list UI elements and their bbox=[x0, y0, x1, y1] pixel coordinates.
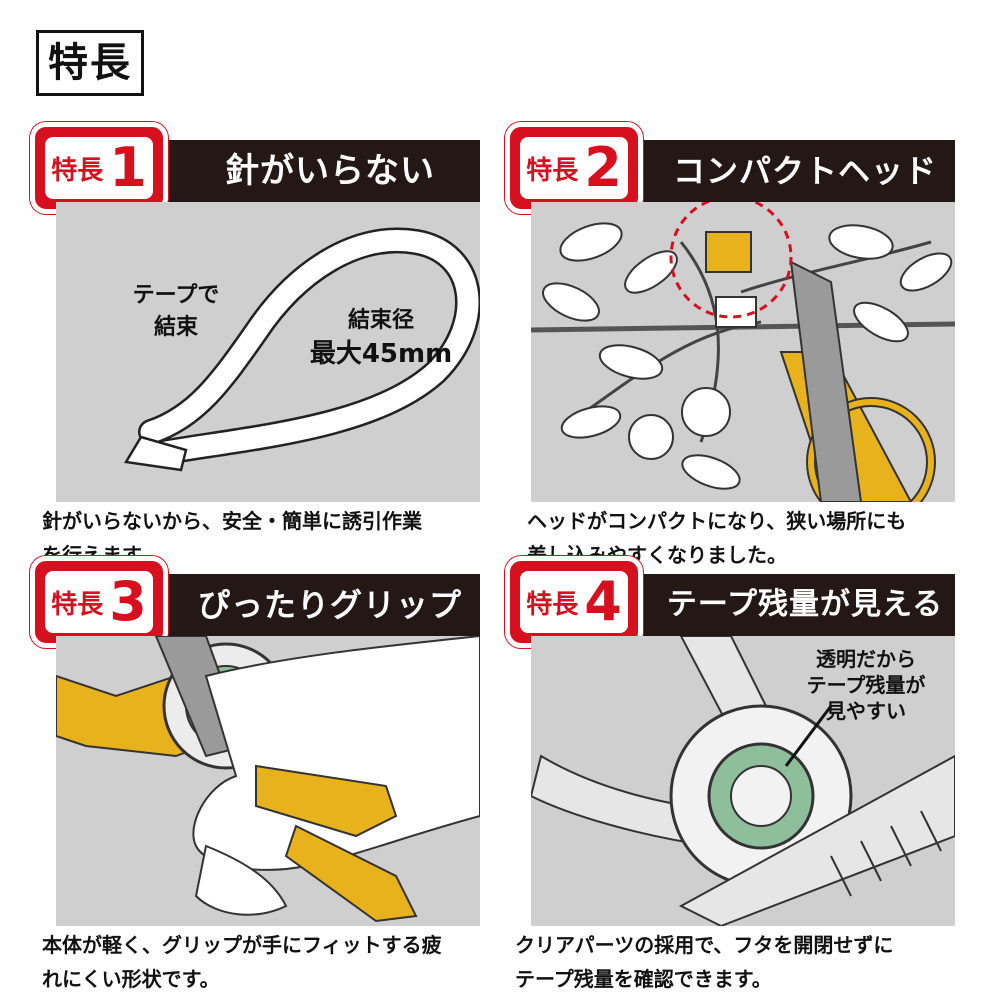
feature-illustration: テープで 結束 結束径 最大45mm bbox=[56, 202, 480, 502]
label-diameter-line1: 結束径 bbox=[348, 307, 414, 333]
badge-word: 特長 bbox=[51, 589, 104, 620]
feature-card-4: 特長 4 テープ残量が見える 透明だから テープ残量が 見やすい bbox=[505, 556, 955, 991]
feature-title: ぴったりグリップ bbox=[197, 586, 462, 624]
feature-title: コンパクトヘッド bbox=[672, 152, 937, 190]
callout-line: 透明だから bbox=[816, 647, 916, 671]
grip-hand-illustration bbox=[56, 636, 480, 923]
badge-number: 4 bbox=[584, 570, 622, 633]
badge-word: 特長 bbox=[526, 589, 579, 620]
feature-illustration bbox=[531, 202, 955, 502]
feature-header: 特長 1 針がいらない bbox=[30, 122, 480, 214]
badge-number: 1 bbox=[109, 136, 147, 199]
label-diameter-line2: 最大45mm bbox=[310, 339, 452, 369]
badge-word: 特長 bbox=[526, 155, 579, 186]
feature-card-2: 特長 2 コンパクトヘッド bbox=[505, 122, 955, 567]
page-title: 特長 bbox=[36, 30, 144, 96]
description-line: 本体が軽く、グリップが手にフィットする疲 bbox=[42, 933, 442, 957]
feature-badge: 特長 4 bbox=[505, 556, 643, 648]
feature-header: 特長 4 テープ残量が見える bbox=[505, 556, 955, 648]
feature-description: 針がいらないから、安全・簡単に誘引作業 を行えます。 bbox=[42, 504, 502, 572]
description-line: 針がいらないから、安全・簡単に誘引作業 bbox=[42, 509, 422, 533]
clear-part-illustration: 透明だから テープ残量が 見やすい bbox=[531, 636, 955, 926]
feature-title: 針がいらない bbox=[225, 151, 435, 191]
feature-badge: 特長 1 bbox=[30, 122, 168, 214]
badge-word: 特長 bbox=[51, 155, 104, 186]
plant-head-illustration bbox=[531, 202, 955, 502]
feature-badge: 特長 2 bbox=[505, 122, 643, 214]
tape-loop-illustration: テープで 結束 結束径 最大45mm bbox=[123, 227, 480, 472]
badge-number: 3 bbox=[109, 570, 147, 633]
description-line: テープ残量を確認できます。 bbox=[515, 967, 772, 991]
feature-title: テープ残量が見える bbox=[666, 587, 944, 622]
feature-card-3: 特長 3 ぴったりグリップ 本体が軽く、グリップが手にフィットする疲 れにくい形… bbox=[30, 556, 480, 991]
feature-illustration bbox=[56, 636, 480, 926]
description-line: ヘッドがコンパクトになり、狭い場所にも bbox=[527, 509, 907, 533]
description-line: れにくい形状です。 bbox=[42, 967, 220, 991]
feature-description: 本体が軽く、グリップが手にフィットする疲 れにくい形状です。 bbox=[42, 928, 502, 996]
feature-illustration: 透明だから テープ残量が 見やすい bbox=[531, 636, 955, 926]
callout-line: 見やすい bbox=[826, 699, 906, 723]
feature-description: クリアパーツの採用で、フタを開閉せずに テープ残量を確認できます。 bbox=[515, 928, 975, 996]
description-line: クリアパーツの採用で、フタを開閉せずに bbox=[515, 933, 894, 957]
label-tape-line2: 結束 bbox=[154, 314, 199, 340]
feature-header: 特長 3 ぴったりグリップ bbox=[30, 556, 480, 648]
badge-number: 2 bbox=[584, 136, 622, 199]
label-tape-line1: テープで bbox=[133, 283, 220, 308]
feature-header: 特長 2 コンパクトヘッド bbox=[505, 122, 955, 214]
callout-line: テープ残量が bbox=[807, 673, 926, 697]
feature-card-1: 特長 1 針がいらない テープで 結束 結束径 最大45mm 針がいらないから、… bbox=[30, 122, 480, 567]
feature-badge: 特長 3 bbox=[30, 556, 168, 648]
